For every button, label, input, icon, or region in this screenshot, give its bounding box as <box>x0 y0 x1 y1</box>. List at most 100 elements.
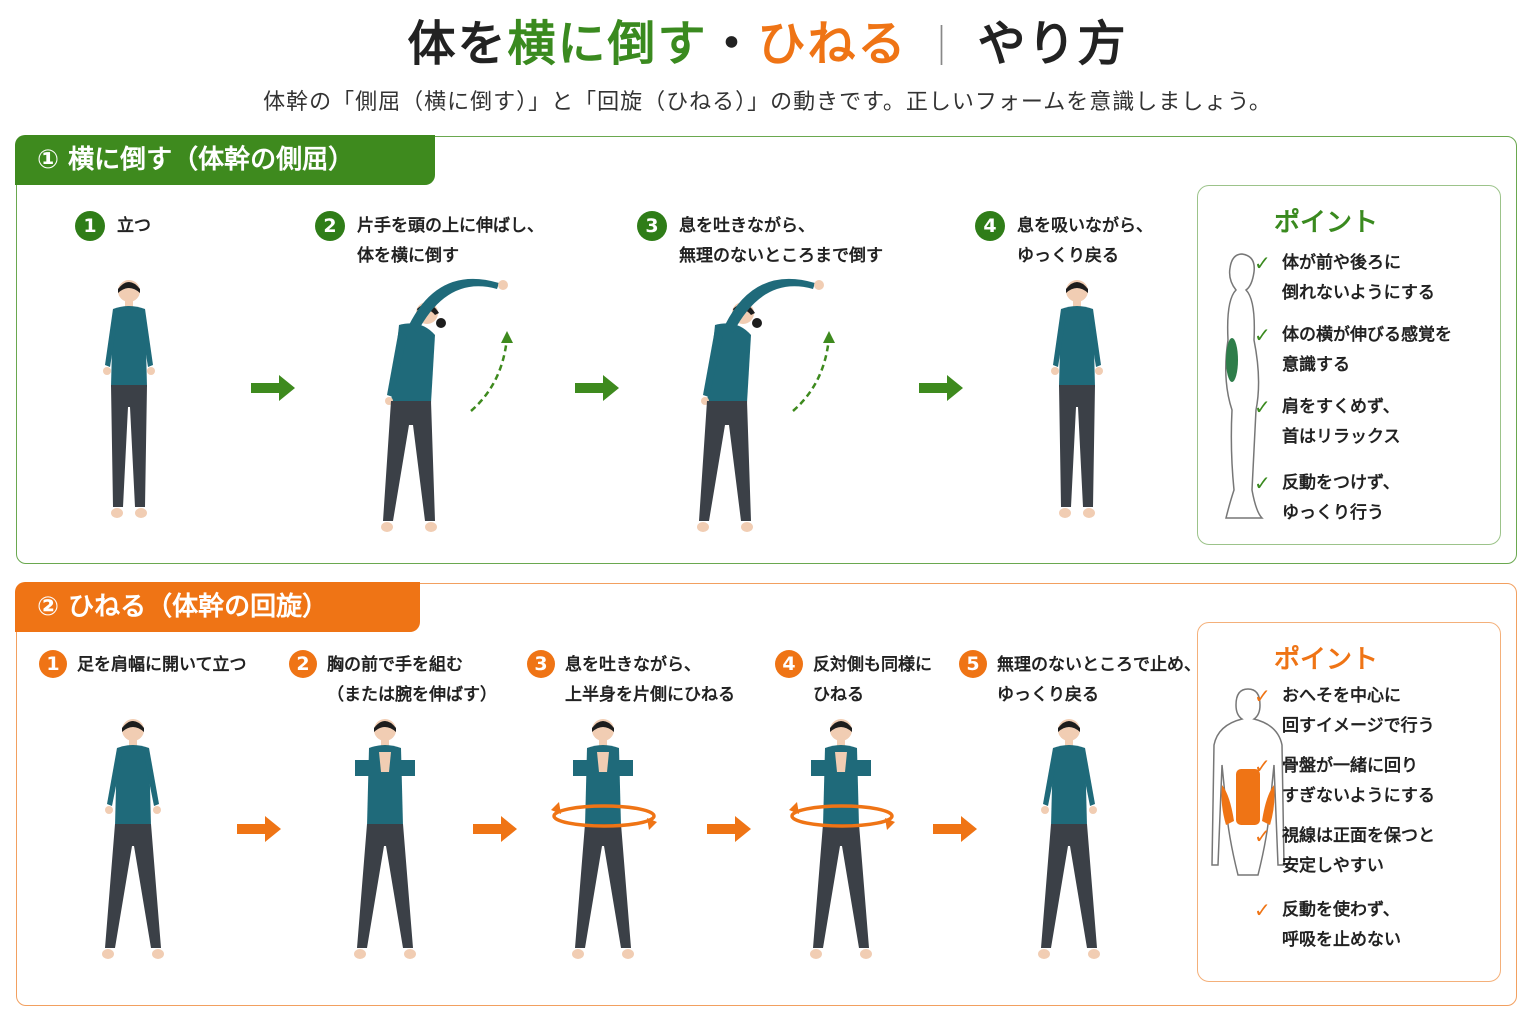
step-text-line1: 無理のないところで止め、 <box>997 655 1201 675</box>
point-heading: ポイント <box>1274 208 1379 238</box>
point-line2: 倒れないようにする <box>1282 283 1435 303</box>
figure-clasped-hands <box>354 719 416 959</box>
step-3-exhale-bend: 3 息を吐きながら、 無理のないところまで倒す <box>637 211 883 271</box>
step-text-line1: 足を肩幅に開いて立つ <box>77 655 247 675</box>
point-item: ✓ おへそを中心に回すイメージで行う <box>1254 681 1435 741</box>
step-text-line1: 立つ <box>117 216 151 236</box>
check-icon: ✓ <box>1254 471 1271 495</box>
title-part-twist: ひねる <box>757 16 908 72</box>
step-number: 3 <box>637 211 667 241</box>
point-line1: おへそを中心に <box>1282 686 1401 706</box>
check-icon: ✓ <box>1254 684 1271 708</box>
point-line1: 体の横が伸びる感覚を <box>1282 325 1452 345</box>
step-text-line1: 反対側も同様に <box>813 655 932 675</box>
step-text-line2: ゆっくり戻る <box>997 685 1099 705</box>
point-line1: 反動をつけず、 <box>1282 473 1400 493</box>
figure-feet-apart <box>102 719 164 959</box>
step-4-return: 4 息を吸いながら、 ゆっくり戻る <box>975 211 1153 271</box>
point-line2: 首はリラックス <box>1282 427 1401 447</box>
point-line2: すぎないようにする <box>1282 786 1435 806</box>
point-line1: 反動を使わず、 <box>1282 900 1400 920</box>
step-number: 3 <box>527 650 555 678</box>
step-number: 4 <box>775 650 803 678</box>
figure-standing-return <box>1038 719 1100 959</box>
point-box-side-bend: ポイント ✓ 体が前や後ろに倒れないようにする ✓ 体の横が伸びる感覚を意識する ✓… <box>1197 185 1501 545</box>
step-number: 1 <box>39 650 67 678</box>
page-subtitle: 体幹の「側屈（横に倒す）」と「回旋（ひねる）」の動きです。正しいフォームを意識し… <box>263 90 1272 115</box>
page-title: 体を横に倒す・ひねる｜やり方 <box>0 12 1535 79</box>
step-text-line2: （または腕を伸ばす） <box>327 685 497 705</box>
point-line2: ゆっくり行う <box>1282 503 1384 523</box>
point-line1: 体が前や後ろに <box>1282 253 1401 273</box>
point-line1: 視線は正面を保つと <box>1282 826 1435 846</box>
point-line1: 骨盤が一緒に回り <box>1282 756 1418 776</box>
title-part-body: 体を <box>407 16 508 72</box>
step-5-return: 5 無理のないところで止め、 ゆっくり戻る <box>959 650 1201 710</box>
step-number: 1 <box>75 211 105 241</box>
section-twist-tab: ② ひねる（体幹の回旋） <box>15 582 420 632</box>
step-text-line2: ひねる <box>813 685 864 705</box>
point-line2: 安定しやすい <box>1282 856 1384 876</box>
step-text-line2: 体を横に倒す <box>357 246 459 266</box>
step-text-line1: 息を吐きながら、 <box>679 216 815 236</box>
figure-standing <box>103 280 155 518</box>
point-heading: ポイント <box>1274 645 1379 675</box>
point-item: ✓ 肩をすくめず、首はリラックス <box>1254 392 1401 452</box>
point-line2: 回すイメージで行う <box>1282 716 1435 736</box>
figure-twist-left <box>810 719 872 959</box>
rotation-arrow-icon <box>551 802 657 830</box>
step-text-line1: 片手を頭の上に伸ばし、 <box>357 216 544 236</box>
point-line2: 呼吸を止めない <box>1282 930 1401 950</box>
point-line2: 意識する <box>1282 355 1350 375</box>
step-text-line1: 息を吐きながら、 <box>565 655 701 675</box>
step-number: 2 <box>315 211 345 241</box>
step-number: 2 <box>289 650 317 678</box>
section-side-bend: ① 横に倒す（体幹の側屈） 1 立つ 2 片手を頭の上に伸ばし、 体を横に倒す … <box>15 135 1517 564</box>
arrow-right-icon <box>707 816 751 842</box>
check-icon: ✓ <box>1254 754 1271 778</box>
arrow-right-icon <box>251 375 295 401</box>
stretch-arrow-icon <box>470 331 513 412</box>
step-text-line2: 無理のないところまで倒す <box>679 246 883 266</box>
point-item: ✓ 体が前や後ろに倒れないようにする <box>1254 248 1435 308</box>
figure-standing-return <box>1051 280 1103 518</box>
figure-twist-right <box>572 719 634 959</box>
point-item: ✓ 反動をつけず、ゆっくり行う <box>1254 468 1400 528</box>
point-item: ✓ 視線は正面を保つと安定しやすい <box>1254 821 1435 881</box>
check-icon: ✓ <box>1254 395 1271 419</box>
step-text-line1: 胸の前で手を組む <box>327 655 463 675</box>
rotation-arrow-icon <box>789 802 895 830</box>
step-number: 5 <box>959 650 987 678</box>
section-twist: ② ひねる（体幹の回旋） 1 足を肩幅に開いて立つ 2 胸の前で手を組む （また… <box>15 582 1517 1006</box>
step-1-stand: 1 立つ <box>75 211 151 241</box>
point-item: ✓ 骨盤が一緒に回りすぎないようにする <box>1254 751 1435 811</box>
step-number: 4 <box>975 211 1005 241</box>
arrow-right-icon <box>919 375 963 401</box>
body-side-outline-icon <box>1225 253 1264 519</box>
arrow-right-icon <box>933 816 977 842</box>
arrow-right-icon <box>473 816 517 842</box>
step-1-feet-apart: 1 足を肩幅に開いて立つ <box>39 650 247 680</box>
arrow-right-icon <box>237 816 281 842</box>
check-icon: ✓ <box>1254 251 1271 275</box>
arrow-right-icon <box>575 375 619 401</box>
check-icon: ✓ <box>1254 323 1271 347</box>
step-2-clasp-hands: 2 胸の前で手を組む （または腕を伸ばす） <box>289 650 497 710</box>
step-text-line2: ゆっくり戻る <box>1017 246 1119 266</box>
step-text-line2: 上半身を片側にひねる <box>565 685 735 705</box>
step-2-raise-arm: 2 片手を頭の上に伸ばし、 体を横に倒す <box>315 211 544 271</box>
point-item: ✓ 反動を使わず、呼吸を止めない <box>1254 895 1401 955</box>
check-icon: ✓ <box>1254 824 1271 848</box>
step-3-twist: 3 息を吐きながら、 上半身を片側にひねる <box>527 650 735 710</box>
check-icon: ✓ <box>1254 898 1271 922</box>
step-4-other-side: 4 反対側も同様に ひねる <box>775 650 932 710</box>
point-box-twist: ポイント ✓ おへそを中心に回すイメージで行う ✓ 骨盤が一緒に回りすぎないようにす… <box>1197 622 1501 982</box>
title-part-howto: やり方 <box>977 16 1128 72</box>
step-text-line1: 息を吸いながら、 <box>1017 216 1153 236</box>
point-line1: 肩をすくめず、 <box>1282 397 1400 417</box>
stretch-arrow-icon <box>792 331 835 412</box>
section-side-bend-tab: ① 横に倒す（体幹の側屈） <box>15 135 435 185</box>
point-item: ✓ 体の横が伸びる感覚を意識する <box>1254 320 1452 380</box>
torso-front-muscles-icon <box>1211 688 1285 876</box>
title-part-side-bend: 横に倒す <box>507 16 708 72</box>
